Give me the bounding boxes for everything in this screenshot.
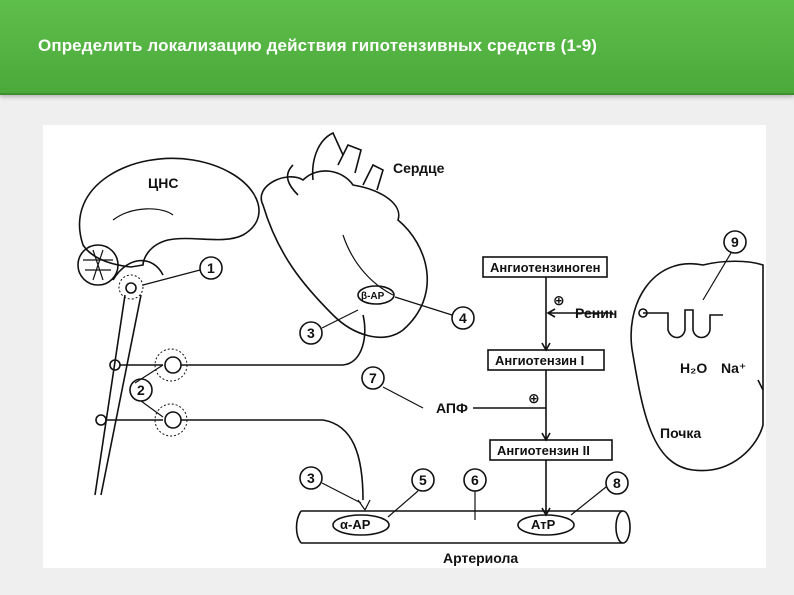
marker-9 (723, 230, 747, 254)
marker-2-text: 2 (137, 382, 145, 398)
ace-label: АПФ (436, 400, 468, 416)
marker-4-text: 4 (459, 310, 467, 326)
cns-brain (77, 157, 260, 496)
arteriole (295, 499, 631, 544)
alpha-receptor (332, 514, 390, 536)
markers (129, 230, 747, 520)
marker-3-heart (299, 321, 323, 345)
marker-1-text: 1 (207, 260, 215, 276)
marker-9-text: 9 (731, 234, 739, 250)
cerebellum (77, 244, 119, 286)
heart-label: Сердце (393, 160, 445, 176)
marker-5 (411, 468, 435, 492)
angiotensinogen-box (482, 256, 608, 278)
marker-3-arteriole (299, 466, 323, 490)
kidney-label: Почка (660, 425, 701, 441)
cns-synapse (118, 274, 144, 300)
angiotensin2-box (489, 439, 613, 461)
marker-1 (199, 256, 223, 280)
slide-title: Определить локализацию действия гипотенз… (38, 36, 598, 55)
angiotensin1-label: Ангиотензин I (495, 353, 584, 368)
marker-7 (361, 366, 385, 390)
angiotensinogen-label: Ангиотензиноген (490, 260, 600, 275)
renin-label: Ренин (575, 305, 617, 321)
water-label: H₂O (680, 360, 707, 376)
ace-plus-sign: ⊕ (528, 390, 540, 406)
heart (260, 131, 428, 338)
pharmacology-diagram: ЦНС Сердце β-АР (77, 131, 764, 566)
marker-6-text: 6 (471, 472, 479, 488)
angiotensin2-label: Ангиотензин II (497, 443, 590, 458)
alpha-receptor-label: α-АР (340, 517, 371, 532)
marker-8 (605, 471, 629, 495)
ganglia (95, 314, 366, 501)
arteriole-label: Артериола (443, 550, 518, 566)
at-receptor-label: АтР (531, 517, 556, 532)
cns-label: ЦНС (148, 175, 178, 191)
marker-8-text: 8 (613, 475, 621, 491)
beta-receptor (357, 285, 395, 305)
sodium-label: Na⁺ (721, 360, 746, 376)
marker-5-text: 5 (419, 472, 427, 488)
diagram-panel: ЦНС Сердце β-АР (43, 125, 766, 568)
slide-header: Определить локализацию действия гипотенз… (0, 0, 794, 95)
marker-3-heart-text: 3 (307, 325, 315, 341)
marker-3-arteriole-text: 3 (307, 470, 315, 486)
kidney (630, 260, 764, 472)
beta-receptor-label: β-АР (361, 291, 385, 302)
marker-4 (451, 306, 475, 330)
renin-plus-sign: ⊕ (553, 292, 565, 308)
at-receptor (517, 514, 575, 536)
raas-cascade (473, 256, 613, 517)
marker-7-text: 7 (369, 370, 377, 386)
